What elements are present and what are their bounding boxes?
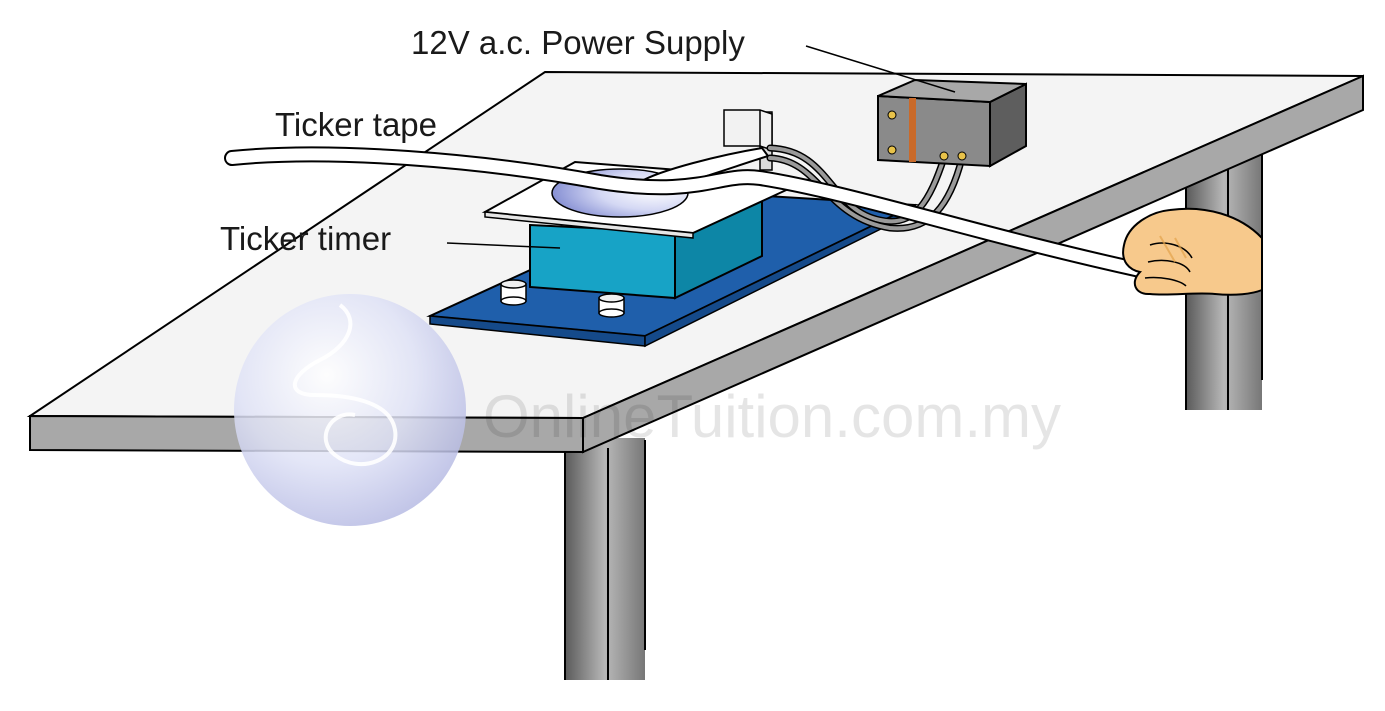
label-ticker-tape: Ticker tape	[275, 106, 437, 143]
label-ticker-timer: Ticker timer	[220, 220, 391, 257]
power-socket	[939, 151, 949, 161]
label-power-supply: 12V a.c. Power Supply	[411, 24, 745, 61]
leader-lines	[446, 45, 956, 249]
power-supply-leader	[805, 45, 956, 93]
ticker-timer-leader	[446, 242, 561, 249]
power-terminal	[887, 145, 897, 155]
power-socket	[957, 151, 967, 161]
base-knob	[598, 293, 625, 318]
ticker-tape	[224, 146, 1148, 278]
watermark-text: OnlineTuition.com.my	[483, 383, 1061, 450]
timer-body	[529, 223, 676, 300]
connecting-wires	[766, 144, 966, 232]
power-supply	[877, 78, 1027, 168]
table-edge-right	[582, 74, 1364, 454]
hand-icon	[1122, 207, 1263, 296]
table-leg-front	[564, 438, 646, 680]
watermark-logo	[234, 294, 466, 526]
power-terminal	[887, 110, 897, 120]
base-knob	[500, 279, 527, 306]
